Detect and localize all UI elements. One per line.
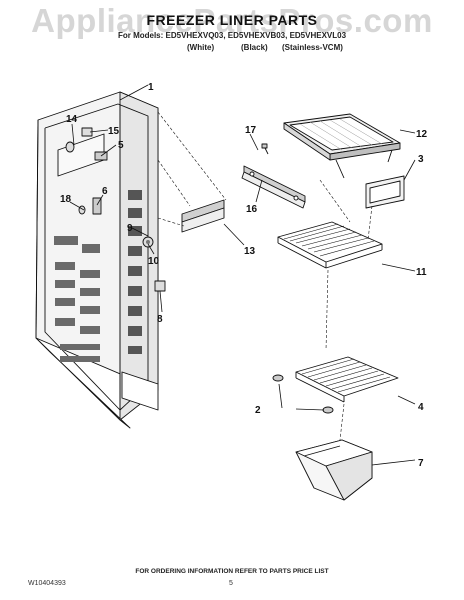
wire-shelf-4 [295,356,399,403]
callout-13: 13 [244,246,256,257]
callout-6: 6 [102,186,108,197]
callout-5: 5 [118,140,124,151]
callout-8: 8 [157,314,163,325]
watermark: AppliancePartsPros.com [31,2,433,39]
callout-10: 10 [148,256,160,267]
callout-14: 14 [66,114,78,125]
freezer-bin-7 [295,439,373,501]
screw-6 [92,197,102,215]
callout-18: 18 [60,194,72,205]
callout-12: 12 [416,129,428,140]
clip-8 [154,280,166,292]
ordering-note: FOR ORDERING INFORMATION REFER TO PARTS … [135,568,329,575]
freezer-liner [35,91,159,429]
wire-shelf-11 [277,221,383,269]
callout-16: 16 [246,204,258,215]
shelf-support-2a [272,374,284,382]
glass-shelf-12 [283,113,401,179]
rail-bracket-16 [241,165,306,209]
page-title: FREEZER LINER PARTS [146,12,318,28]
bumper-14 [65,141,75,153]
shelf-support-2b [322,406,334,414]
page-number: 5 [229,580,233,587]
callout-2: 2 [255,405,261,416]
callout-7: 7 [418,458,424,469]
callout-1: 1 [148,82,154,93]
callout-9: 9 [127,223,133,234]
callout-15: 15 [108,126,120,137]
variant-white: (White) [187,43,215,52]
callout-17: 17 [245,125,257,136]
callout-11: 11 [416,267,427,278]
callout-4: 4 [418,402,424,413]
variant-black: (Black) [241,43,268,52]
shelf-trim-3 [365,175,405,209]
variant-stainless: (Stainless-VCM) [282,43,343,52]
callout-3: 3 [418,154,424,165]
model-list: For Models: ED5VHEXVQ03, ED5VHEXVB03, ED… [117,31,347,40]
document-number: W10404393 [28,580,66,587]
